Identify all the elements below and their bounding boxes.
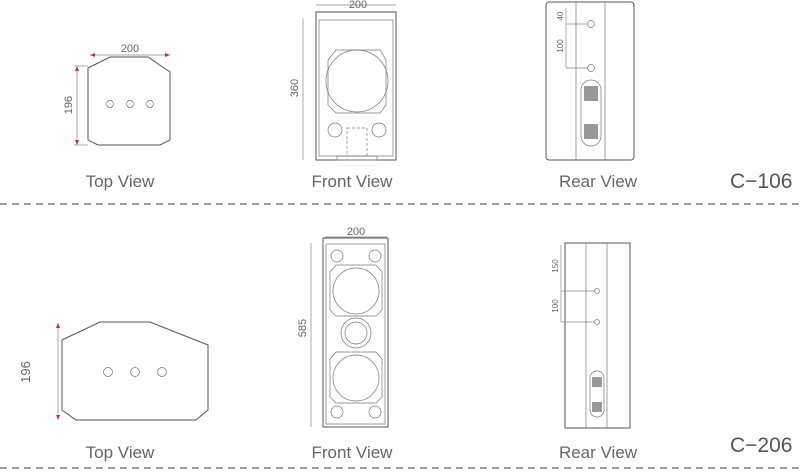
- model-name: C−206: [730, 434, 792, 457]
- dim-rear-spacing: 100: [551, 299, 560, 313]
- label-top-view: Top View: [86, 172, 155, 191]
- label-rear-view: Rear View: [559, 443, 638, 462]
- label-top-view: Top View: [86, 443, 155, 462]
- c206-rear-view: 150 100: [551, 242, 631, 429]
- dim-front-height: 585: [297, 319, 309, 337]
- c106-rear-view: 40 100: [545, 1, 635, 161]
- c206-top-view: 196: [18, 321, 209, 421]
- dim-top-depth: 196: [18, 361, 33, 383]
- dim-rear-top: 40: [556, 11, 565, 20]
- label-rear-view: Rear View: [559, 172, 638, 191]
- dim-rear-top: 150: [551, 259, 560, 273]
- c206-front-view: 200 585: [297, 226, 389, 428]
- label-front-view: Front View: [312, 172, 394, 191]
- dim-front-width: 200: [349, 0, 367, 11]
- model-name: C−106: [730, 170, 792, 193]
- c106-front-view: 200 360: [289, 0, 397, 161]
- dim-top-width: 200: [121, 43, 139, 55]
- dim-top-depth: 196: [63, 96, 75, 114]
- dim-front-height: 360: [289, 79, 301, 97]
- dim-front-width: 200: [347, 226, 365, 238]
- dim-rear-spacing: 100: [556, 39, 565, 53]
- label-front-view: Front View: [312, 443, 394, 462]
- c106-top-view: 200 196: [63, 43, 171, 146]
